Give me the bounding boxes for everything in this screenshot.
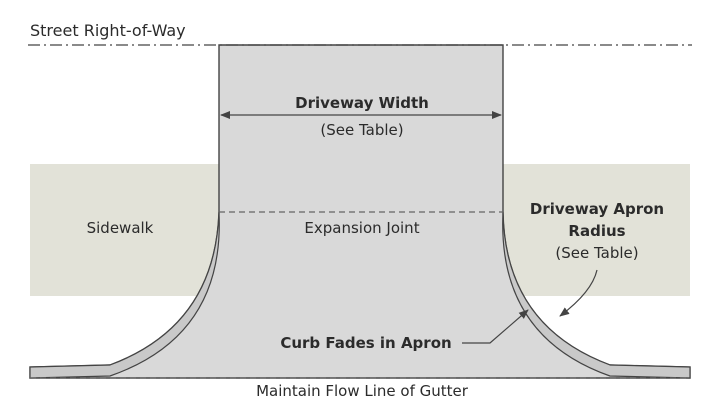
curb-right [502, 211, 691, 379]
curb-fades-label: Curb Fades in Apron [280, 334, 451, 352]
expansion-joint-label: Expansion Joint [304, 219, 419, 237]
flow-line-label: Maintain Flow Line of Gutter [256, 382, 469, 400]
apron-radius-note: (See Table) [555, 244, 638, 262]
driveway-width-note: (See Table) [320, 121, 403, 139]
sidewalk-label: Sidewalk [87, 219, 154, 237]
apron-radius-label-2: Radius [568, 222, 625, 240]
apron-radius-leader [559, 269, 598, 317]
driveway-width-label: Driveway Width [295, 94, 429, 112]
right-of-way-label: Street Right-of-Way [30, 21, 186, 40]
apron-radius-label-1: Driveway Apron [530, 200, 664, 218]
curb-fades-leader [462, 309, 529, 344]
